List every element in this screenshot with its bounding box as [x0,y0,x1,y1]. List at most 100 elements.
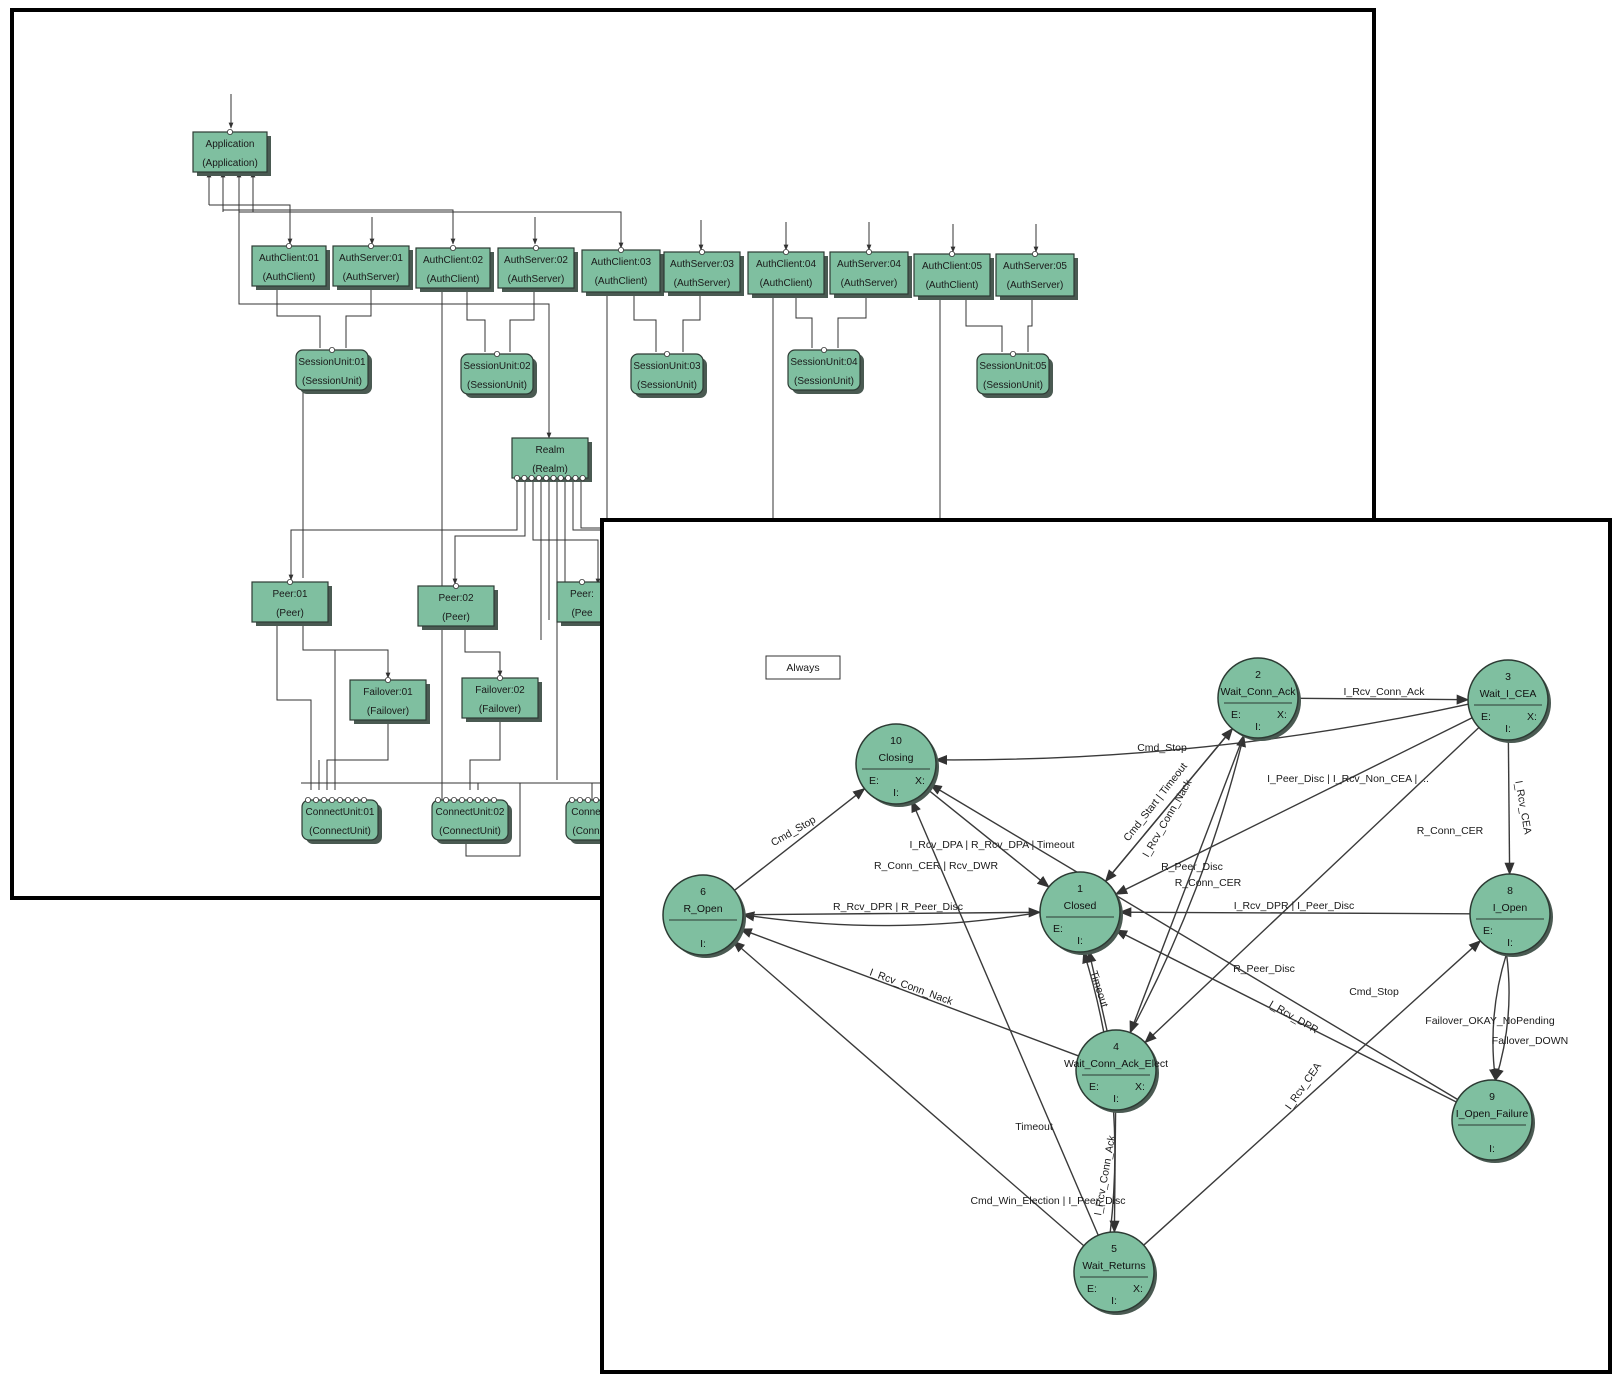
transition-label: I_Rcv_DPR | I_Peer_Disc [1234,900,1355,912]
state-field: X: [1133,1283,1143,1295]
connect-port [450,797,457,804]
structure-node-cu1[interactable]: ConnectUnit:01(ConnectUnit) [301,797,382,844]
state-number: 6 [700,886,706,898]
structure-node-name: Peer:02 [438,593,473,604]
connect-port [577,797,584,804]
structure-node-as3[interactable]: AuthServer:03(AuthServer) [663,248,744,296]
transition-t9[interactable]: R_Conn_CER [1129,735,1245,1034]
structure-node-cu2[interactable]: ConnectUnit:02(ConnectUnit) [431,797,512,844]
transition-t21[interactable]: Failover_DOWN [1492,953,1568,1082]
state-name: Closing [878,752,913,764]
always-note-box [765,655,841,680]
structure-node-ac5[interactable]: AuthClient:05(AuthClient) [913,250,994,300]
state-name: Closed [1064,900,1097,912]
transition-arrow [926,788,1050,888]
state-field: E: [1481,711,1491,723]
node-port [579,579,586,586]
structure-node-su5[interactable]: SessionUnit:05(SessionUnit) [976,350,1053,398]
transition-t3[interactable]: Cmd_Stop [934,703,1469,765]
structure-node-name: Peer:01 [272,589,307,600]
transition-t5[interactable]: R_Conn_CER [1144,726,1484,1044]
node-port [452,583,459,590]
state-field: I: [1255,721,1261,733]
state-name: Wait_I_CEA [1480,688,1537,700]
transition-t25[interactable]: Cmd_Win_Election | I_Peer_Disc [732,940,1126,1247]
structure-node-su2[interactable]: SessionUnit:02(SessionUnit) [460,350,537,398]
structure-node-type: (AuthClient) [427,274,480,285]
structure-node-app[interactable]: Application (Application) [192,128,271,176]
state-field: E: [869,775,879,787]
transition-label: Timeout [1015,1121,1053,1133]
transition-t20[interactable]: Failover_OKAY_NoPending [1425,953,1555,1082]
structure-node-as1[interactable]: AuthServer:01(AuthServer) [332,242,413,290]
structure-node-su1[interactable]: SessionUnit:01(SessionUnit) [295,346,372,394]
structure-connectors [206,94,1039,857]
transition-t4[interactable]: I_Peer_Disc | I_Rcv_Non_CEA | ... [1114,717,1473,895]
connect-port [585,797,592,804]
transition-label: R_Conn_CER [1417,825,1484,837]
structure-node-su4[interactable]: SessionUnit:04(SessionUnit) [787,346,864,394]
structure-node-type: (AuthClient) [760,278,813,289]
structure-node-name: Application [206,139,255,150]
transition-label: R_Peer_Disc [1233,963,1295,975]
structure-node-type: (Pee [571,608,593,619]
structure-node-type: (SessionUnit) [302,376,362,387]
structure-node-su3[interactable]: SessionUnit:03 (SessionUnit) [630,350,707,398]
transition-t1[interactable]: I_Rcv_Conn_Ack [1297,686,1470,705]
state-number: 10 [890,735,902,747]
connect-port [434,797,441,804]
structure-node-as4[interactable]: AuthServer:04(AuthServer) [829,248,912,298]
transition-t13[interactable]: R_Rcv_DPR | R_Peer_Disc [742,901,1042,918]
transition-arrow [1144,726,1480,1044]
connect-port [442,797,449,804]
transition-t11[interactable]: I_Rcv_DPA | R_Rcv_DPA | Timeout [910,788,1075,888]
structure-node-f2[interactable]: Failover:02(Failover) [461,675,542,722]
transition-t8[interactable]: R_Peer_Disc [1104,728,1233,883]
transition-arrow [741,911,1041,927]
state-number: 3 [1505,671,1511,683]
transition-arrow [929,783,1459,1101]
realm-port [535,474,542,481]
transition-t14[interactable]: I_Rcv_DPR | I_Peer_Disc [1118,900,1471,918]
structure-node-as5[interactable]: AuthServer:05(AuthServer) [995,250,1078,300]
structure-node-f1[interactable]: Failover:01(Failover) [349,677,430,724]
structure-node-p2[interactable]: Peer:02(Peer) [417,583,498,630]
structure-node-name: Conne [571,807,601,818]
structure-node-p1[interactable]: Peer:01(Peer) [251,579,332,626]
structure-node-realm[interactable]: Realm(Realm) [511,437,592,482]
structure-node-ac2[interactable]: AuthClient:02(AuthClient) [415,244,494,292]
structure-node-type: (Application) [202,158,258,169]
state-field: X: [1135,1081,1145,1093]
node-port [1032,250,1039,257]
node-port [226,128,233,135]
transition-label: I_Peer_Disc | I_Rcv_Non_CEA | ... [1267,773,1429,785]
state-name: R_Open [683,903,722,915]
structure-node-as2[interactable]: AuthServer:02(AuthServer) [497,244,578,292]
transition-label: Failover_OKAY_NoPending [1425,1015,1555,1027]
structure-node-name: AuthClient:04 [756,259,816,270]
connect-port [490,797,497,804]
connect-port [593,797,600,804]
transition-t17[interactable]: R_Peer_Disc [1114,929,1457,1103]
transition-t19[interactable]: Cmd_Stop [929,783,1459,1101]
node-port [286,579,293,586]
structure-node-type: (Failover) [479,704,521,715]
structure-node-ac4[interactable]: AuthClient:04 (AuthClient) [747,248,828,298]
node-port [384,677,391,684]
structure-node-ac3[interactable]: AuthClient:03(AuthClient) [581,246,664,296]
transition-label: Cmd_Win_Election | I_Peer_Disc [970,1195,1125,1207]
structure-node-type: (SessionUnit) [637,380,697,391]
transition-arrow [1104,728,1233,883]
transition-t12[interactable]: R_Conn_CER | Rcv_DWR [741,860,1041,927]
structure-node-name: SessionUnit:03 [633,361,701,372]
structure-node-ac1[interactable]: AuthClient:01(AuthClient) [251,242,330,290]
